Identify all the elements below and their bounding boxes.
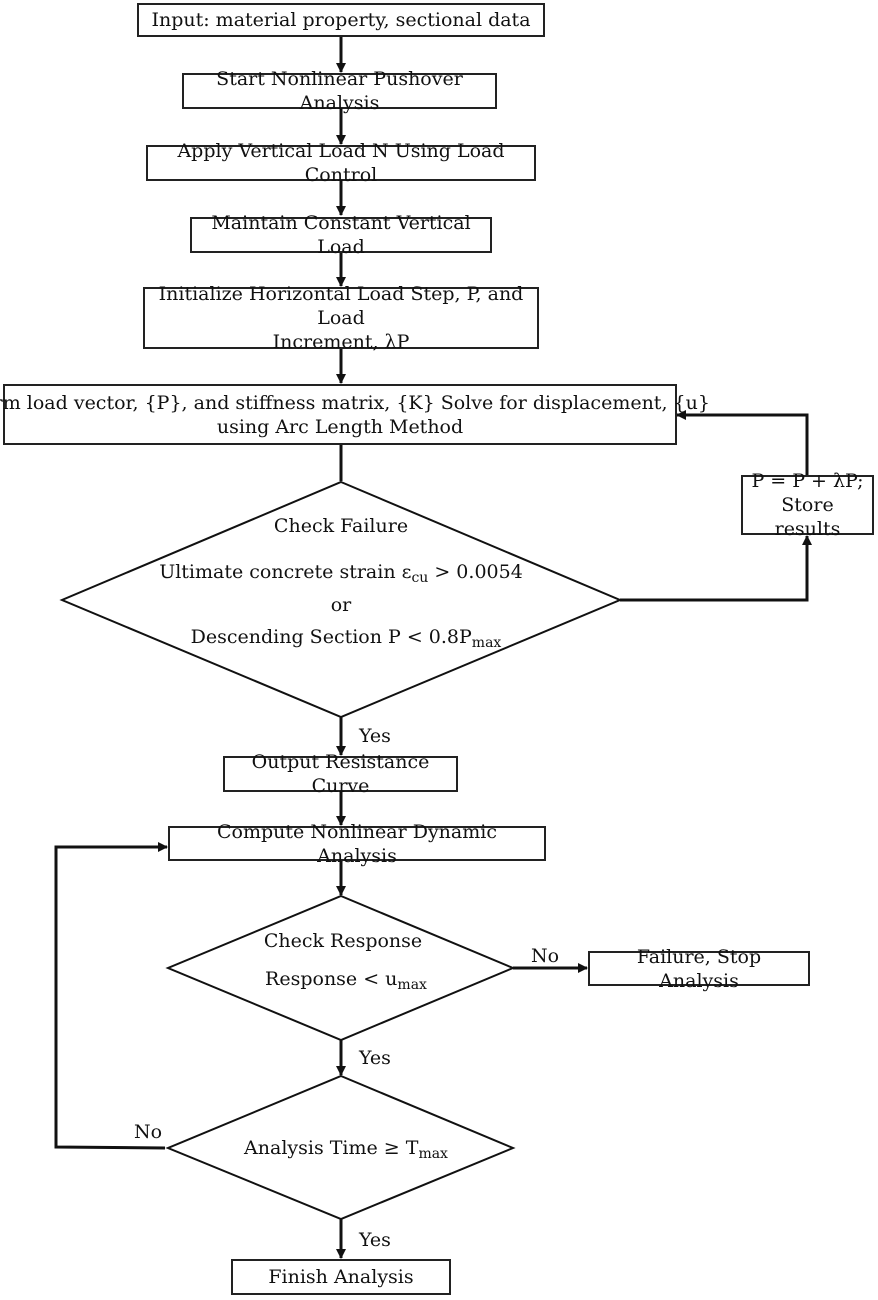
check-failure-or: or <box>330 594 352 616</box>
arrow-update-to-form <box>676 410 809 475</box>
no-label-time: No <box>134 1121 163 1143</box>
start-pushover-text: Start Nonlinear Pushover Analysis <box>216 68 463 114</box>
form-load-vector-line2: using Arc Length Method <box>216 415 464 438</box>
no-label-response: No <box>531 945 560 967</box>
yes-label-failure: Yes <box>359 725 391 747</box>
maintain-vertical-load-box: Maintain Constant Vertical Load <box>190 212 492 258</box>
output-resistance-box: Output Resistance Curve <box>223 751 458 797</box>
check-response-condition: Response < umax <box>265 968 427 993</box>
check-failure-title: Check Failure <box>273 515 409 537</box>
analysis-time-condition: Analysis Time ≥ Tmax <box>244 1137 448 1162</box>
form-load-vector-box: Form load vector, {P}, and stiffness mat… <box>0 384 710 445</box>
maintain-vertical-load-text: Maintain Constant Vertical Load <box>211 212 471 258</box>
check-response-diamond <box>165 894 516 1042</box>
failure-stop-box: Failure, Stop Analysis <box>588 946 810 992</box>
yes-label-time: Yes <box>359 1229 391 1251</box>
update-load-box: P = P + λP; Store results <box>741 470 874 540</box>
check-response-title: Check Response <box>263 930 423 952</box>
apply-vertical-load-text: Apply Vertical Load N Using Load Control <box>177 140 505 186</box>
input-box-text: Input: material property, sectional data <box>151 9 531 31</box>
compute-dynamic-text: Compute Nonlinear Dynamic Analysis <box>217 820 497 867</box>
check-failure-diamond <box>59 480 623 719</box>
initialize-load-step-line2: Increment, λP <box>272 331 410 353</box>
compute-dynamic-box: Compute Nonlinear Dynamic Analysis <box>168 821 546 867</box>
arrow-failure-no-to-update <box>620 535 812 602</box>
arrow-time-no-loop <box>54 842 168 1150</box>
yes-label-response: Yes <box>359 1047 391 1069</box>
check-failure-descending-condition: Descending Section P < 0.8Pmax <box>190 626 502 651</box>
apply-vertical-load-box: Apply Vertical Load N Using Load Control <box>146 140 536 186</box>
input-box: Input: material property, sectional data <box>137 3 545 37</box>
check-failure-strain-condition: Ultimate concrete strain εcu > 0.0054 <box>159 561 523 586</box>
analysis-time-diamond <box>165 1074 516 1221</box>
initialize-load-step-line1: Initialize Horizontal Load Step, P, and … <box>158 283 524 329</box>
initialize-load-step-box: Initialize Horizontal Load Step, P, and … <box>143 283 539 353</box>
finish-analysis-text: Finish Analysis <box>268 1266 414 1288</box>
update-load-line1: P = P + λP; <box>751 470 864 492</box>
start-pushover-box: Start Nonlinear Pushover Analysis <box>182 68 497 114</box>
update-load-line2: Store results <box>774 494 841 540</box>
finish-analysis-box: Finish Analysis <box>231 1259 451 1295</box>
form-load-vector-line1: Form load vector, {P}, and stiffness mat… <box>0 391 710 414</box>
failure-stop-text: Failure, Stop Analysis <box>636 945 762 992</box>
output-resistance-text: Output Resistance Curve <box>251 751 430 797</box>
